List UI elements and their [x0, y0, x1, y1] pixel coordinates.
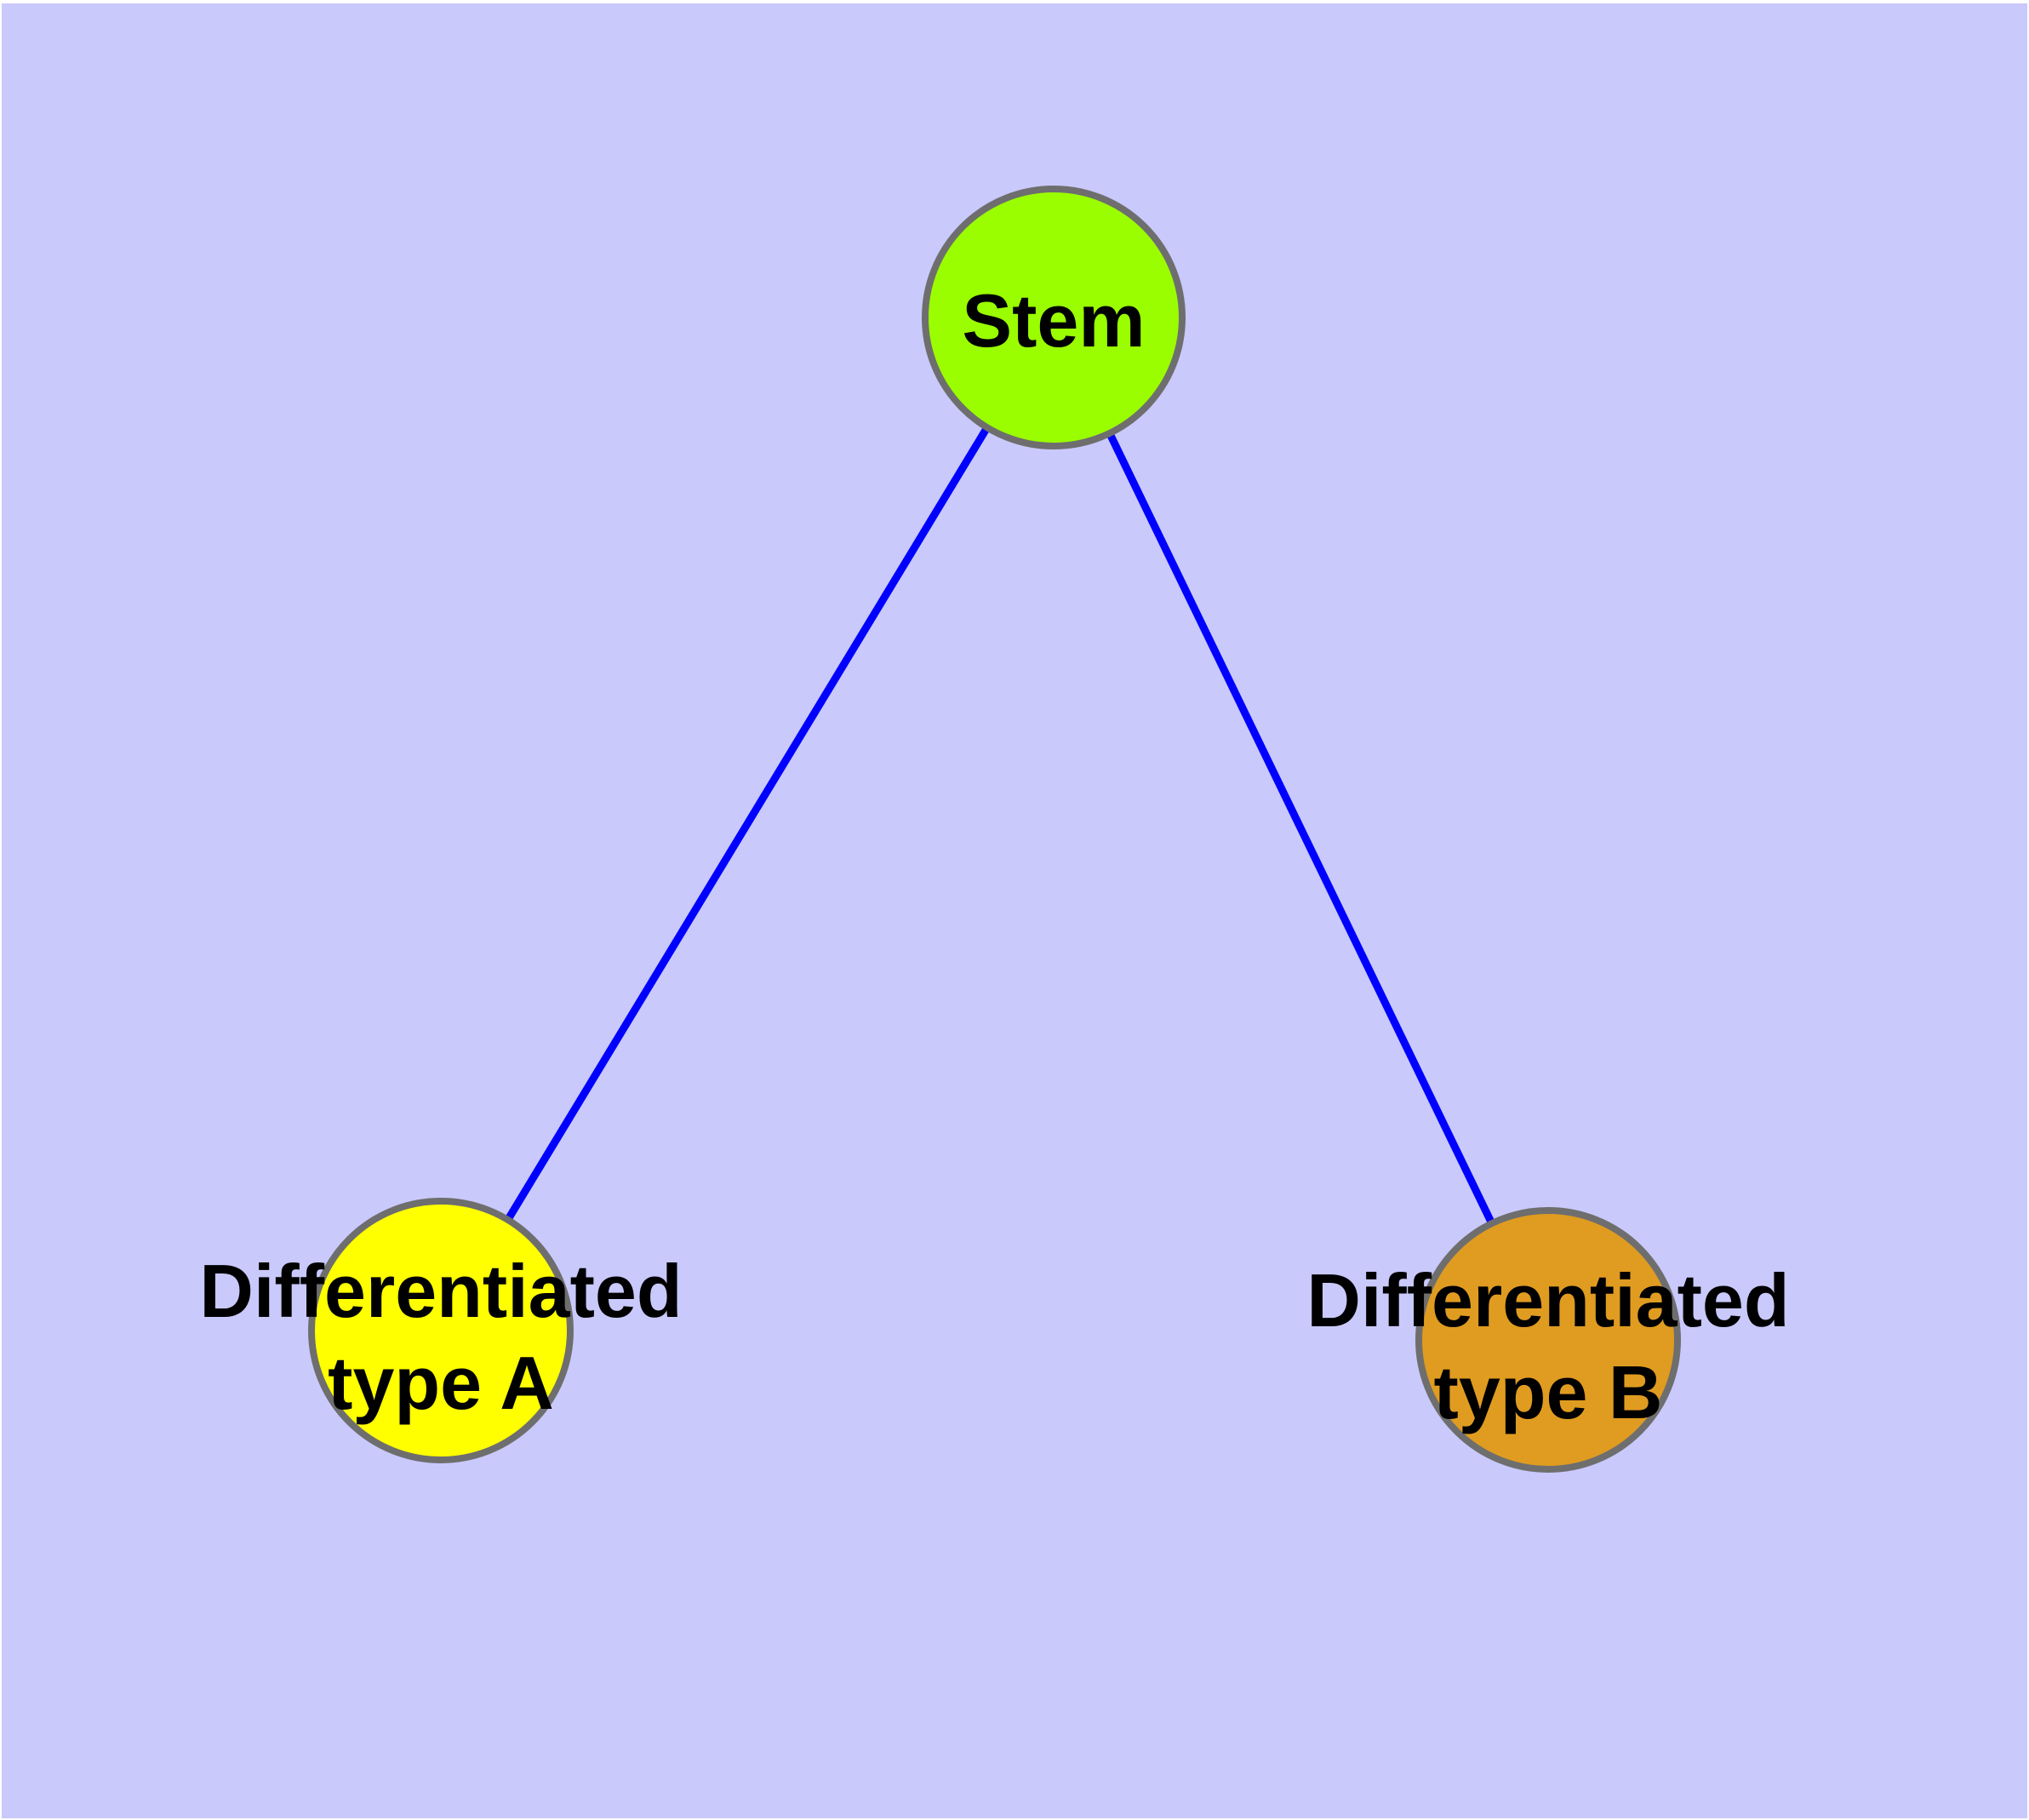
node-differentiated-type-a-circle[interactable]: [308, 1198, 574, 1463]
edge-stem-to-diff-b: [1049, 316, 1552, 1342]
node-differentiated-type-b-label-line2: type B: [1434, 1350, 1663, 1434]
edge-stem-to-diff-a: [437, 315, 1057, 1333]
node-differentiated-type-a-label-line2: type A: [328, 1341, 554, 1425]
node-differentiated-type-b-label-line1: Differentiated: [1306, 1258, 1789, 1342]
node-differentiated-type-b-circle[interactable]: [1415, 1207, 1681, 1473]
node-stem[interactable]: Stem: [922, 186, 1186, 449]
node-differentiated-type-a-label-line1: Differentiated: [199, 1249, 682, 1333]
node-stem-label: Stem: [962, 278, 1145, 363]
node-stem-circle[interactable]: [922, 186, 1186, 449]
node-differentiated-type-a[interactable]: Differentiated type A: [199, 1198, 683, 1463]
node-differentiated-type-b[interactable]: Differentiated type B: [1306, 1207, 1790, 1473]
